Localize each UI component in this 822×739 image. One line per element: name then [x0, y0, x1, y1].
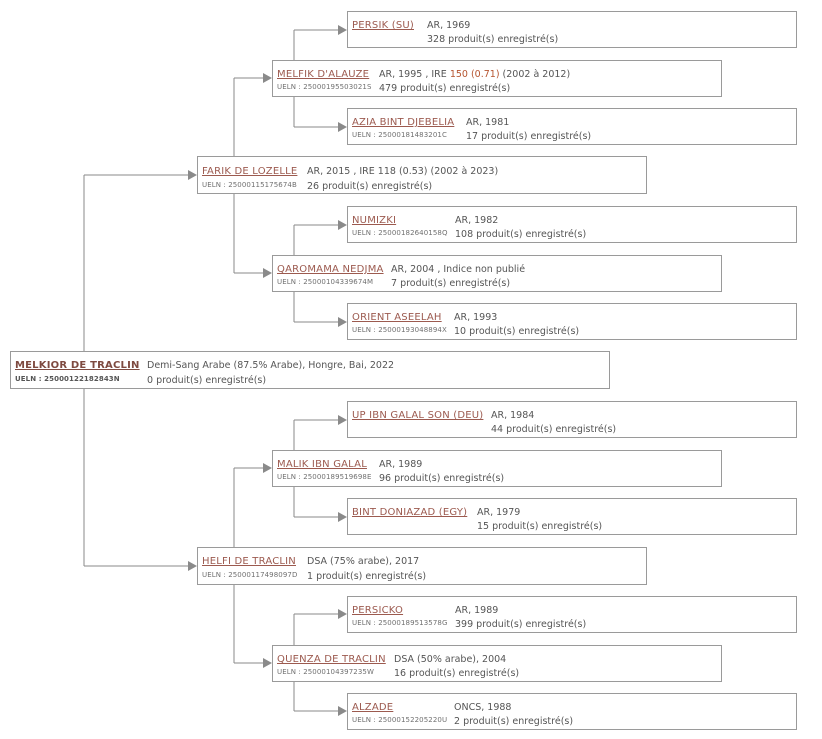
horse-card-sire-sire: MELFIK D'ALAUZE UELN : 25000195503021S A…	[272, 60, 722, 97]
horse-card-dam-dam-dam: ALZADE UELN : 25000152205220U ONCS, 1988…	[347, 693, 797, 730]
horse-card-dam-sire-sire: UP IBN GALAL SON (DEU) AR, 1984 44 produ…	[347, 401, 797, 438]
horse-offspring-count: 10 produit(s) enregistré(s)	[454, 326, 580, 337]
horse-ueln: UELN : 25000104339674M	[277, 278, 374, 286]
horse-name-link[interactable]: QAROMAMA NEDJMA	[277, 264, 384, 275]
horse-info: AR, 2015 , IRE 118 (0.53) (2002 à 2023)	[307, 166, 499, 177]
horse-ueln: UELN : 25000182640158Q	[352, 229, 448, 237]
horse-info: DSA (50% arabe), 2004	[394, 654, 507, 665]
horse-ueln: UELN : 25000193048894X	[352, 326, 447, 334]
horse-name-link[interactable]: FARIK DE LOZELLE	[202, 166, 298, 177]
horse-name-link[interactable]: QUENZA DE TRACLIN	[277, 654, 386, 665]
horse-info: Demi-Sang Arabe (87.5% Arabe), Hongre, B…	[147, 360, 395, 371]
horse-name-link[interactable]: UP IBN GALAL SON (DEU)	[352, 410, 484, 421]
horse-name-link[interactable]: HELFI DE TRACLIN	[202, 556, 296, 567]
horse-ueln: UELN : 25000152205220U	[352, 716, 448, 724]
horse-info: AR, 1982	[455, 215, 499, 226]
arrow-right-icon	[188, 170, 197, 180]
horse-info: AR, 2004 , Indice non publié	[391, 264, 526, 275]
horse-name-link[interactable]: ORIENT ASEELAH	[352, 312, 442, 323]
horse-offspring-count: 479 produit(s) enregistré(s)	[379, 83, 511, 94]
horse-info: AR, 1981	[466, 117, 510, 128]
horse-name-link[interactable]: MELFIK D'ALAUZE	[277, 69, 370, 80]
horse-offspring-count: 16 produit(s) enregistré(s)	[394, 668, 520, 679]
horse-name-link[interactable]: BINT DONIAZAD (EGY)	[352, 507, 468, 518]
arrow-right-icon	[338, 415, 347, 425]
horse-offspring-count: 2 produit(s) enregistré(s)	[454, 716, 574, 727]
horse-name-link[interactable]: AZIA BINT DJEBELIA	[352, 117, 455, 128]
horse-card-sire-dam-sire: NUMIZKI UELN : 25000182640158Q AR, 1982 …	[347, 206, 797, 243]
horse-info: AR, 1995 , IRE 150 (0.71) (2002 à 2012)	[379, 69, 571, 80]
horse-info: ONCS, 1988	[454, 702, 512, 713]
horse-name-link[interactable]: MELKIOR DE TRACLIN	[15, 360, 140, 371]
horse-card-dam: HELFI DE TRACLIN UELN : 25000117498097D …	[197, 547, 647, 585]
horse-info: AR, 1989	[379, 459, 423, 470]
horse-name-link[interactable]: MALIK IBN GALAL	[277, 459, 367, 470]
horse-name-link[interactable]: PERSICKO	[352, 605, 404, 616]
horse-card-sire-dam-dam: ORIENT ASEELAH UELN : 25000193048894X AR…	[347, 303, 797, 340]
horse-ueln: UELN : 25000189513578G	[352, 619, 448, 627]
horse-info: DSA (75% arabe), 2017	[307, 556, 420, 567]
horse-ueln: UELN : 25000195503021S	[277, 83, 372, 91]
horse-ueln: UELN : 25000117498097D	[202, 571, 298, 579]
arrow-right-icon	[338, 122, 347, 132]
horse-offspring-count: 17 produit(s) enregistré(s)	[466, 131, 592, 142]
horse-offspring-count: 108 produit(s) enregistré(s)	[455, 229, 587, 240]
horse-offspring-count: 15 produit(s) enregistré(s)	[477, 521, 603, 532]
horse-offspring-count: 1 produit(s) enregistré(s)	[307, 571, 427, 582]
arrow-right-icon	[338, 25, 347, 35]
horse-card-dam-sire: MALIK IBN GALAL UELN : 25000189519698E A…	[272, 450, 722, 487]
horse-info: AR, 1984	[491, 410, 535, 421]
horse-offspring-count: 26 produit(s) enregistré(s)	[307, 181, 433, 192]
arrow-right-icon	[338, 706, 347, 716]
horse-info: AR, 1979	[477, 507, 521, 518]
horse-ueln: UELN : 25000122182843N	[15, 375, 120, 383]
horse-ueln: UELN : 25000115175674B	[202, 181, 297, 189]
horse-card-root: MELKIOR DE TRACLIN UELN : 25000122182843…	[10, 351, 610, 389]
horse-offspring-count: 0 produit(s) enregistré(s)	[147, 375, 267, 386]
horse-info: AR, 1993	[454, 312, 498, 323]
horse-offspring-count: 44 produit(s) enregistré(s)	[491, 424, 617, 435]
arrow-right-icon	[338, 317, 347, 327]
horse-card-sire: FARIK DE LOZELLE UELN : 25000115175674B …	[197, 156, 647, 194]
horse-offspring-count: 399 produit(s) enregistré(s)	[455, 619, 587, 630]
horse-info: AR, 1969	[427, 20, 471, 31]
horse-name-link[interactable]: NUMIZKI	[352, 215, 397, 226]
arrow-right-icon	[338, 220, 347, 230]
horse-card-dam-dam: QUENZA DE TRACLIN UELN : 25000104397235W…	[272, 645, 722, 682]
arrow-right-icon	[338, 512, 347, 522]
horse-offspring-count: 328 produit(s) enregistré(s)	[427, 34, 559, 45]
arrow-right-icon	[263, 73, 272, 83]
horse-ueln: UELN : 25000181483201C	[352, 131, 447, 139]
arrow-right-icon	[263, 463, 272, 473]
horse-ueln: UELN : 25000104397235W	[277, 668, 374, 676]
arrow-right-icon	[188, 561, 197, 571]
horse-card-sire-sire-sire: PERSIK (SU) AR, 1969 328 produit(s) enre…	[347, 11, 797, 48]
arrow-right-icon	[263, 268, 272, 278]
horse-card-sire-sire-dam: AZIA BINT DJEBELIA UELN : 25000181483201…	[347, 108, 797, 145]
horse-offspring-count: 96 produit(s) enregistré(s)	[379, 473, 505, 484]
arrow-right-icon	[338, 609, 347, 619]
horse-name-link[interactable]: ALZADE	[352, 702, 394, 713]
horse-card-dam-sire-dam: BINT DONIAZAD (EGY) AR, 1979 15 produit(…	[347, 498, 797, 535]
horse-card-dam-dam-sire: PERSICKO UELN : 25000189513578G AR, 1989…	[347, 596, 797, 633]
horse-ueln: UELN : 25000189519698E	[277, 473, 372, 481]
horse-offspring-count: 7 produit(s) enregistré(s)	[391, 278, 511, 289]
horse-name-link[interactable]: PERSIK (SU)	[352, 20, 414, 31]
horse-card-sire-dam: QAROMAMA NEDJMA UELN : 25000104339674M A…	[272, 255, 722, 292]
horse-info: AR, 1989	[455, 605, 499, 616]
arrow-right-icon	[263, 658, 272, 668]
